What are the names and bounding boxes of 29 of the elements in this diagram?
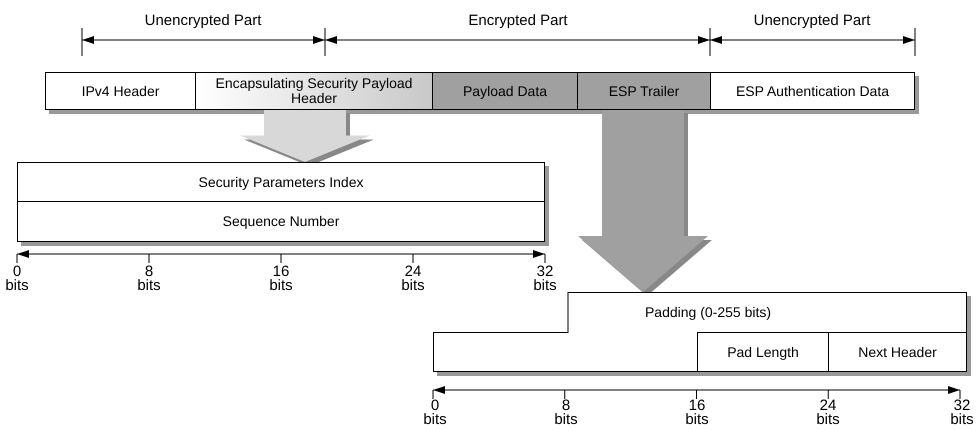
header-field [195,72,433,110]
tick-label: 8 bits [136,265,162,293]
tick-label: 16 bits [684,399,710,427]
tick-label: 32 bits [532,265,558,293]
dimension-label: Encrypted Part [468,11,568,31]
payload-field [432,72,578,110]
block-arrow [578,109,708,292]
tick-label: 24 bits [400,265,426,293]
trailer-field [577,72,711,110]
header-field [17,201,545,242]
dimension-label: Unencrypted Part [144,11,262,31]
dimension-label: Unencrypted Part [754,11,870,31]
tick-label: 8 bits [553,399,579,427]
field-label: IPv4 Header [80,84,160,98]
block-arrow [240,109,370,162]
tick-label: 32 bits [949,399,975,427]
tick-label: 16 bits [268,265,294,293]
field-label: Sequence Number [222,214,340,229]
header-field [45,72,196,110]
tick-label: 0 bits [4,265,30,293]
field-label: ESP Authentication Data [734,84,890,98]
field-label: ESP Trailer [608,84,680,98]
auth-field [710,72,915,110]
field-label: Encapsulating Security Payload Header [214,76,414,106]
field-label: Payload Data [462,84,548,98]
tick-label: 24 bits [815,399,841,427]
header-field [17,162,545,202]
tick-label: 0 bits [422,399,448,427]
field-label: Security Parameters Index [198,174,364,190]
